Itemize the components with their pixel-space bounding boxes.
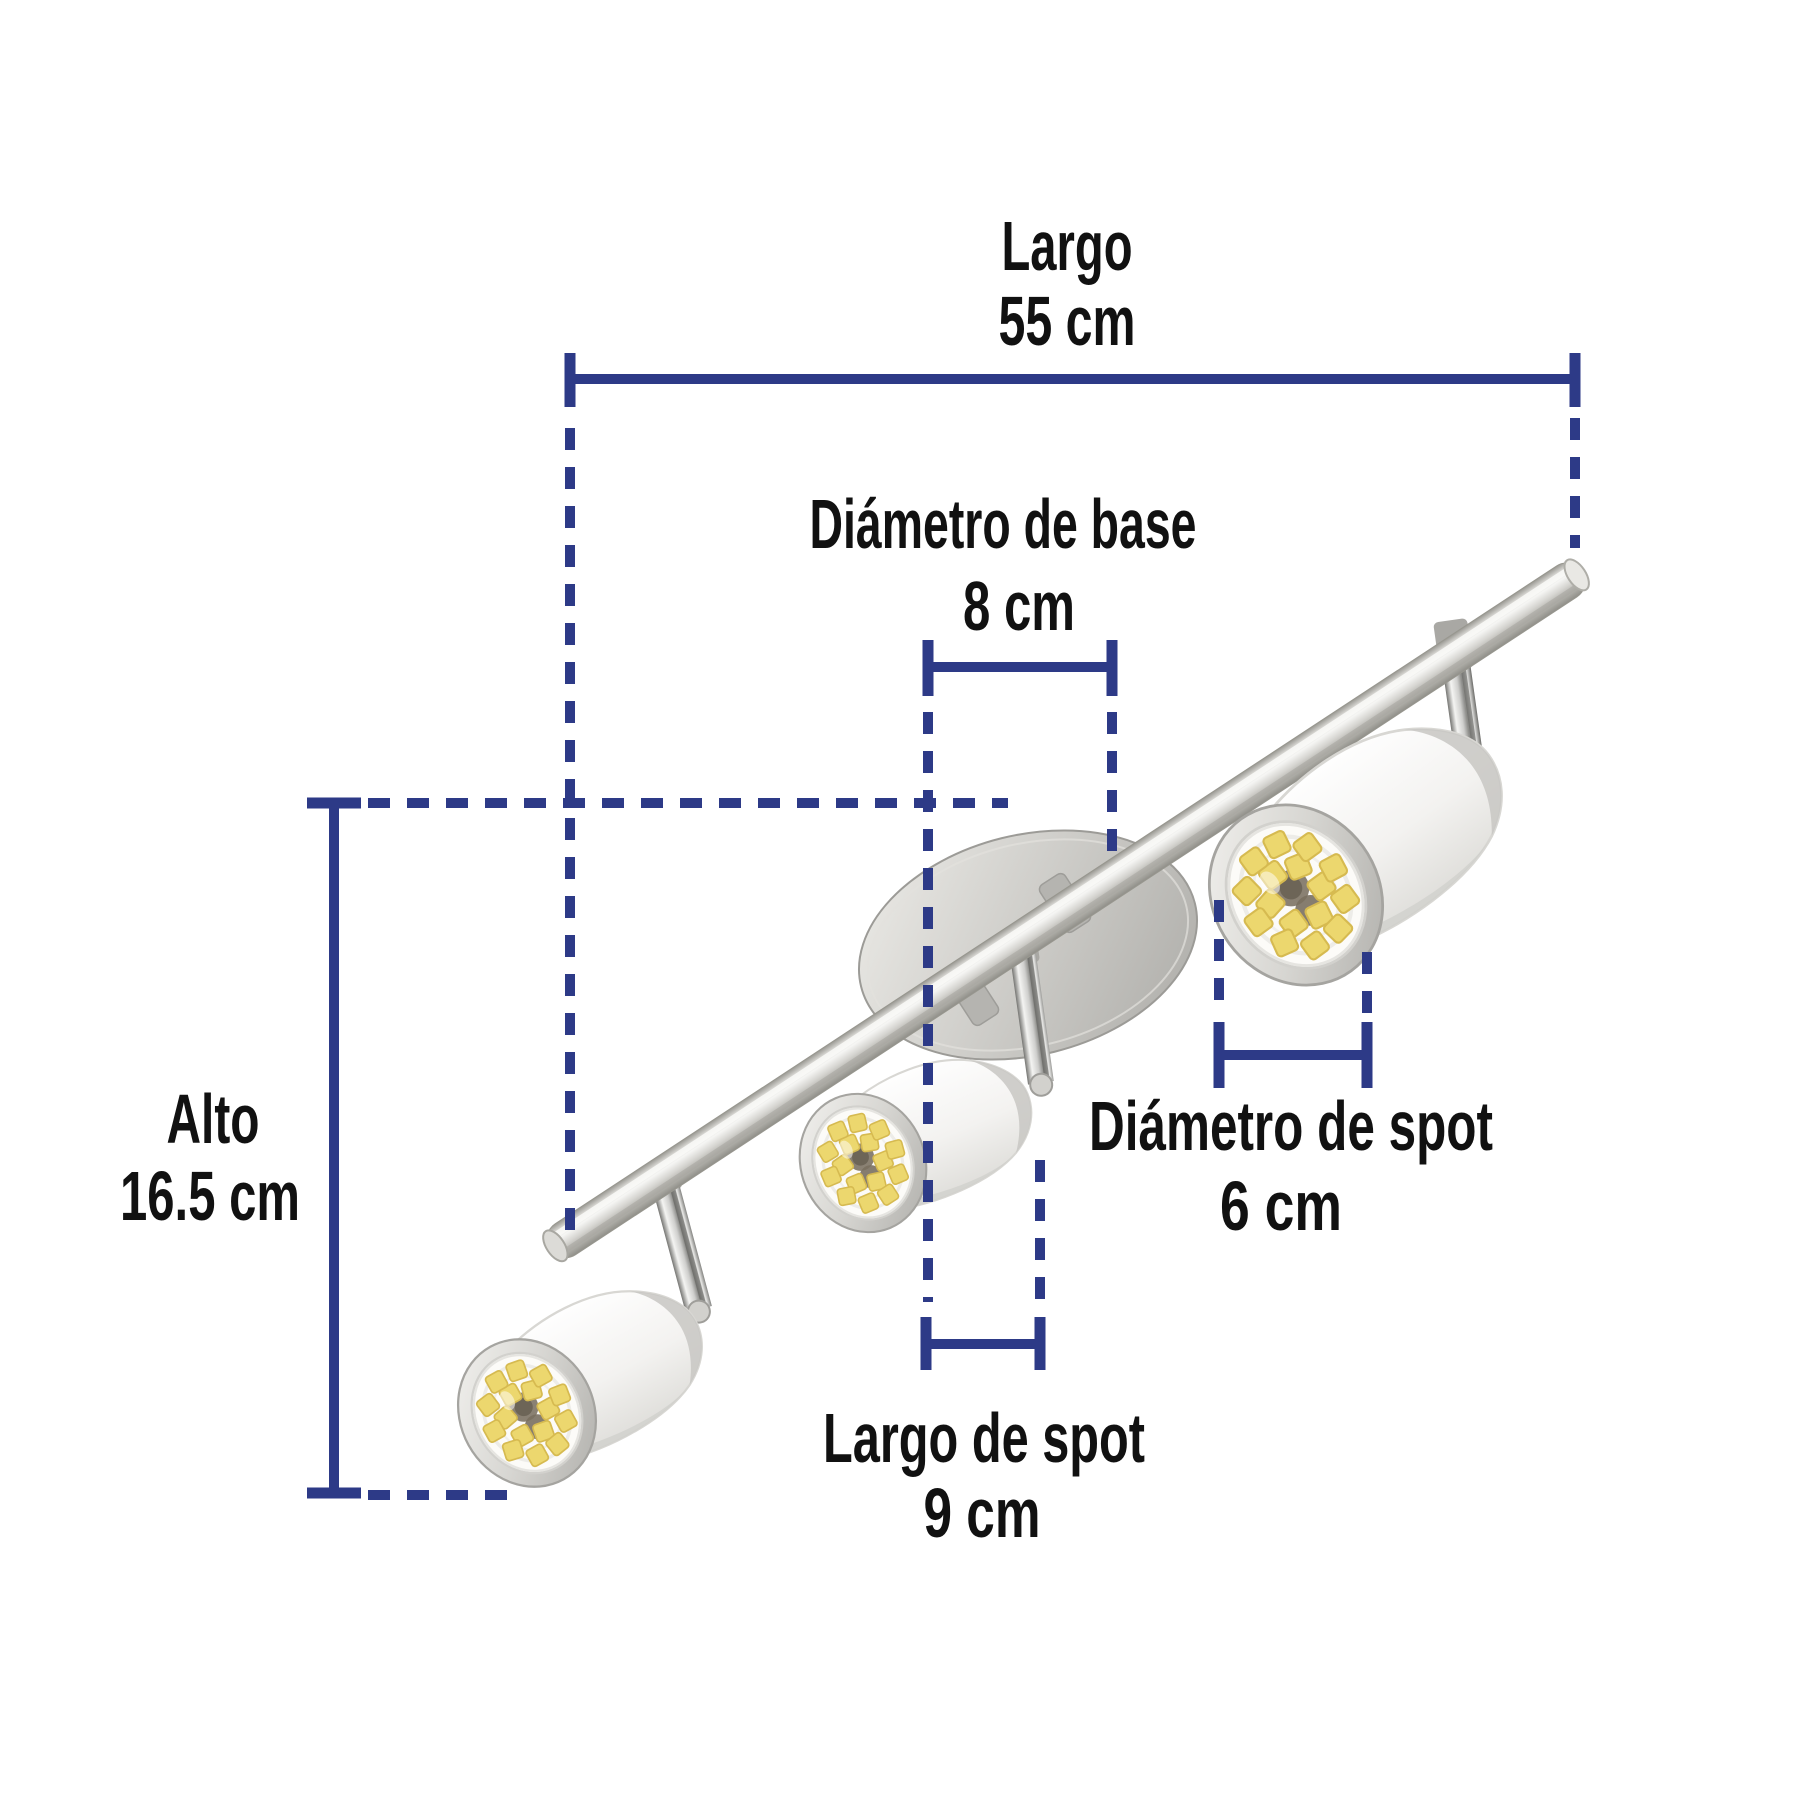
dim-spot-diameter-label: Diámetro de spot (1089, 1087, 1493, 1165)
dim-largo: Largo 55 cm (564, 207, 1581, 1237)
dim-base-value: 8 cm (963, 567, 1075, 645)
fixture (430, 558, 1590, 1514)
dim-largo-spot: Largo de spot 9 cm (823, 1160, 1145, 1552)
rail-end-cap (1563, 558, 1590, 592)
dim-base-label: Diámetro de base (810, 485, 1197, 563)
fixture-rail (542, 558, 1590, 1263)
dim-alto: Alto 16.5 cm (120, 797, 1008, 1500)
dim-alto-value: 16.5 cm (120, 1157, 300, 1235)
rail-end-cap (542, 1229, 569, 1263)
dim-alto-label: Alto (167, 1080, 260, 1158)
dim-largo-value: 55 cm (999, 282, 1136, 360)
dim-largo-label: Largo (1002, 207, 1133, 285)
dim-spot-diameter-value: 6 cm (1220, 1167, 1342, 1245)
dim-diametro-base: Diámetro de base 8 cm (810, 485, 1197, 1302)
dim-spot-length-label: Largo de spot (823, 1399, 1145, 1477)
dim-diametro-spot: Diámetro de spot 6 cm (1089, 900, 1493, 1245)
dim-spot-length-value: 9 cm (924, 1474, 1041, 1552)
